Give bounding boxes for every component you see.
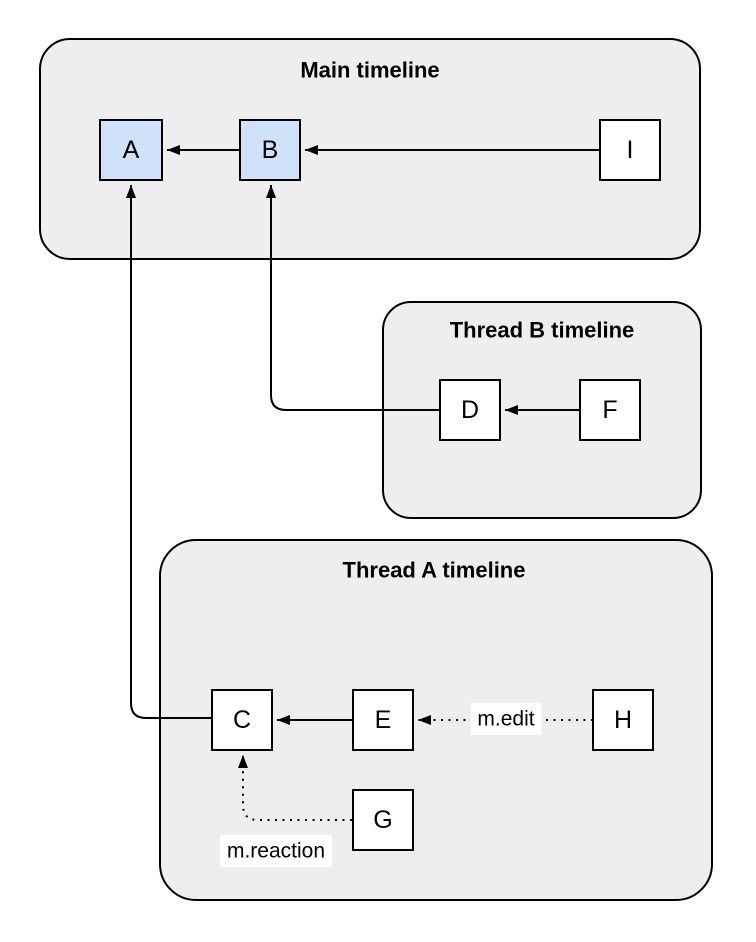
node-c: C [211,689,273,751]
m-edit-label-background [471,703,541,735]
thread-a-timeline-title: Thread A timeline [343,558,526,583]
node-f-label: F [602,396,617,424]
node-h: H [592,689,654,751]
node-g-label: G [373,806,392,834]
node-f-box [579,379,641,441]
node-c-box [211,689,273,751]
node-b: B [239,119,301,181]
edge-g-to-c-m-reaction [238,755,352,821]
node-a-label: A [123,136,140,164]
node-h-label: H [614,706,632,734]
node-i-label: I [627,136,634,164]
node-c-label: C [233,706,251,734]
main-timeline-title: Main timeline [300,58,439,83]
node-b-box [239,119,301,181]
node-a-box [99,119,163,181]
node-e: E [352,689,414,751]
node-e-box [352,689,414,751]
node-i: I [599,119,661,181]
node-f: F [579,379,641,441]
node-d-label: D [461,396,479,424]
node-g: G [352,789,414,851]
m-edit-label: m.edit [477,708,534,731]
node-d: D [439,379,501,441]
edge-c-to-a [126,185,212,719]
node-i-box [599,119,661,181]
node-b-label: B [262,136,279,164]
edge-d-to-b [266,185,440,411]
thread-b-timeline-title: Thread B timeline [450,318,635,343]
node-a: A [99,119,163,181]
node-d-box [439,379,501,441]
m-reaction-label-background [220,835,332,867]
node-g-box [352,789,414,851]
container-thread-a-timeline [159,539,713,901]
node-h-box [592,689,654,751]
m-reaction-label: m.reaction [227,840,325,863]
node-e-label: E [375,706,392,734]
